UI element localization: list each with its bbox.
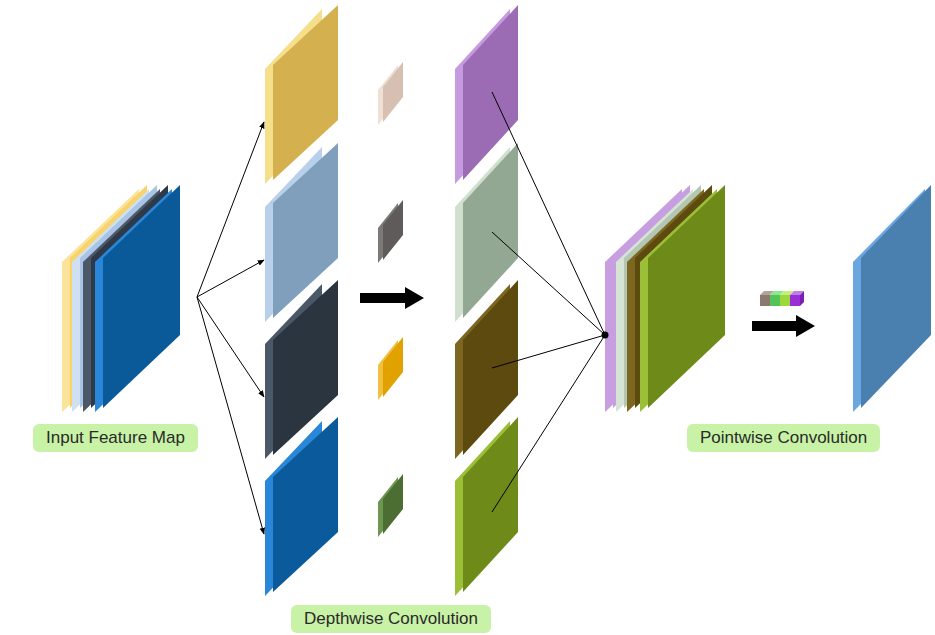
input-feature-stack [62,185,180,412]
caption-text: Input Feature Map [46,427,185,449]
concat-stack [605,185,725,412]
process-arrow [752,315,815,337]
merge-lines [492,92,605,512]
caption-pill: Input Feature Map [33,424,198,452]
channel-slabs [265,5,338,596]
caption-text: Pointwise Convolution [700,427,867,449]
pointwise-kernel [760,291,804,306]
caption-pill: Pointwise Convolution [687,424,880,452]
split-lines [197,122,264,534]
caption-text: Depthwise Convolution [304,608,478,630]
process-arrow [360,287,424,309]
output-feature-map [853,185,931,412]
merge-dot [602,332,609,339]
caption-pill: Depthwise Convolution [291,605,491,633]
depthwise-outputs [455,5,518,596]
